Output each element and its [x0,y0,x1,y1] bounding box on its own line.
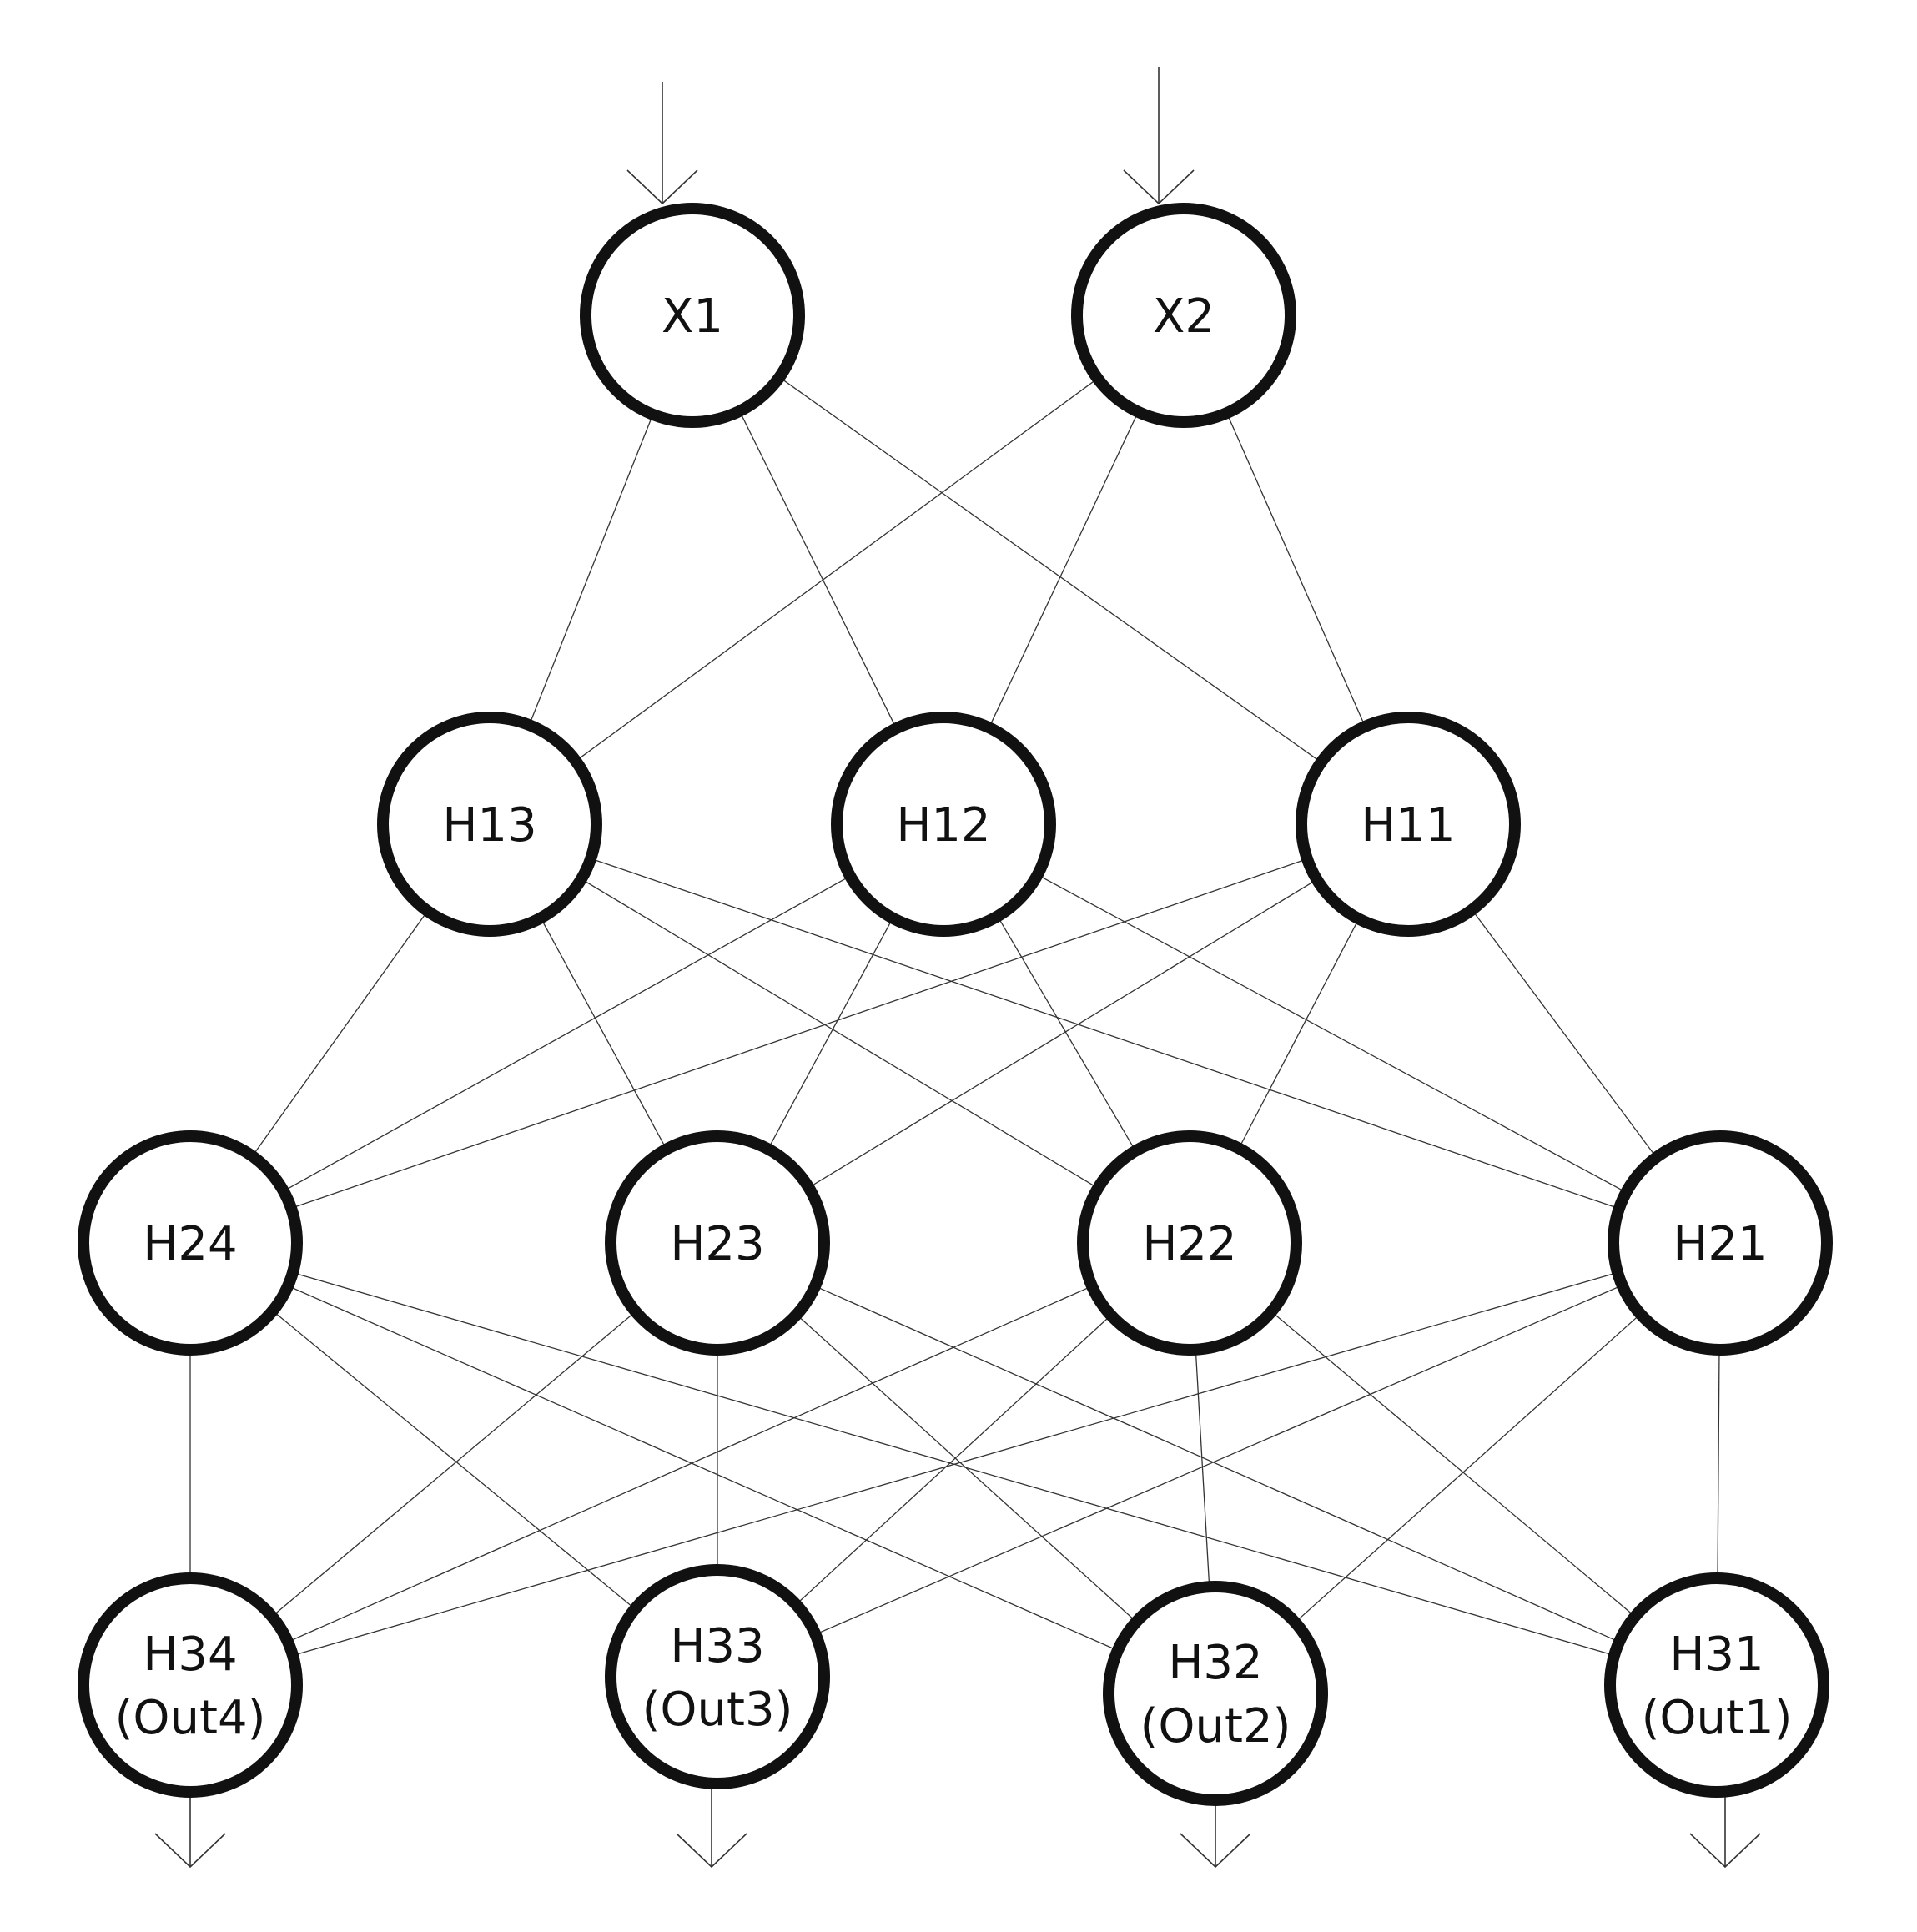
node-label: H33 [670,1619,764,1673]
node-circle [1077,1130,1302,1356]
edge-h24-h33 [272,1310,636,1610]
node-h11: H11 [1296,712,1521,937]
edge-h23-h34 [271,1311,636,1618]
node-x1: X1 [580,203,805,428]
output-arrow-h33 [676,1787,747,1869]
node-label: H22 [1142,1217,1236,1271]
edge-h12-h22 [997,916,1136,1151]
node-circle [580,203,805,428]
node-h13: H13 [377,712,602,937]
node-label: H12 [896,798,990,853]
node-label: X1 [662,289,723,344]
edge-h22-h32 [1195,1349,1210,1587]
node-label: H21 [1673,1217,1767,1271]
node-h31: H31 (Out1) [1604,1572,1829,1798]
edge-h11-h24 [290,858,1308,1210]
node-h21: H21 [1608,1130,1833,1356]
edge-h13-h21 [590,858,1620,1210]
edge-h13-h22 [581,878,1099,1189]
edge-h21-h34 [292,1271,1618,1657]
edge-h12-h23 [767,918,893,1150]
node-circle [78,1130,303,1356]
node-circle [605,1564,830,1789]
node-h33: H33 (Out3) [605,1564,830,1789]
edge-h12-h21 [1037,874,1627,1193]
edge-h24-h32 [287,1285,1119,1652]
node-h32: H32 (Out2) [1103,1581,1328,1806]
edge-h11-h22 [1238,918,1360,1149]
node-label: H24 [143,1217,237,1271]
node-label: H13 [442,798,536,853]
edge-x2-h13 [575,378,1099,762]
node-label: H23 [670,1217,764,1271]
connections [189,376,1720,1657]
node-circle [377,712,602,937]
edge-h21-h31 [1717,1349,1720,1579]
node-x2: X2 [1071,203,1296,428]
node-circle [605,1130,830,1356]
node-sublabel: (Out4) [115,1691,266,1745]
output-arrow-h31 [1689,1795,1761,1869]
node-sublabel: (Out3) [642,1683,793,1737]
node-h12: H12 [831,712,1056,937]
io-arrows [154,67,1761,1869]
edge-h22-h31 [1270,1311,1636,1618]
node-circle [1071,203,1296,428]
node-label: H34 [143,1628,237,1682]
node-sublabel: (Out2) [1140,1699,1291,1753]
input-arrow-x1 [626,82,698,205]
edge-h13-h23 [540,918,667,1150]
output-arrow-h32 [1180,1804,1251,1869]
node-label: H11 [1361,798,1455,853]
input-arrow-x2 [1123,67,1195,205]
node-circle [1608,1130,1833,1356]
node-circle [831,712,1056,937]
edge-h21-h33 [815,1285,1623,1635]
node-label: H31 [1669,1628,1764,1682]
output-arrow-h34 [154,1795,226,1869]
node-label: H32 [1168,1636,1262,1690]
node-sublabel: (Out1) [1642,1691,1793,1745]
edge-h22-h34 [287,1285,1093,1643]
edge-x1-h11 [778,376,1322,763]
node-circle [1296,712,1521,937]
node-circle [1103,1581,1328,1806]
node-label: X2 [1153,289,1215,344]
edge-h21-h32 [1295,1313,1641,1623]
edge-h11-h23 [808,878,1317,1189]
edge-x2-h12 [989,411,1139,728]
edge-x1-h13 [528,414,654,726]
node-h22: H22 [1077,1130,1302,1356]
edge-x2-h11 [1226,412,1366,727]
edge-h13-h24 [251,910,429,1157]
edge-x1-h12 [739,410,897,729]
edge-h12-h24 [283,875,851,1192]
edge-h23-h32 [796,1314,1137,1623]
node-h23: H23 [605,1130,830,1356]
node-circle [78,1572,303,1798]
node-h24: H24 [78,1130,303,1356]
node-h34: H34 (Out4) [78,1572,303,1798]
edge-h23-h31 [814,1285,1620,1643]
edge-h22-h33 [795,1315,1112,1605]
node-circle [1604,1572,1829,1798]
edge-h11-h21 [1471,909,1658,1158]
